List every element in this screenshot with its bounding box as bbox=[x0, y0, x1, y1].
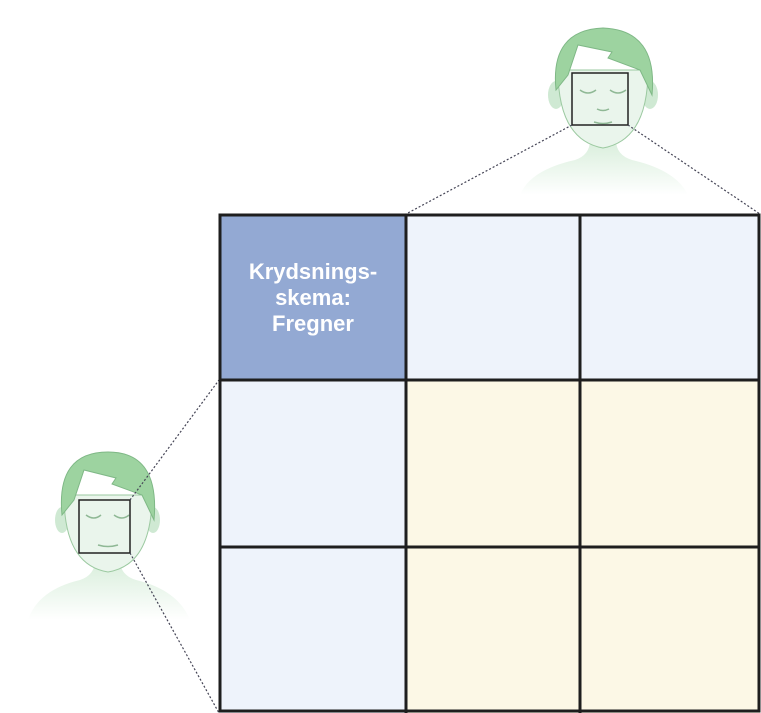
top-allele-cell-2 bbox=[580, 214, 760, 380]
offspring-cell-2-2 bbox=[580, 547, 760, 713]
top-allele-cell-1 bbox=[406, 214, 580, 380]
offspring-cell-1-2 bbox=[580, 380, 760, 547]
left-parent-face-illustration bbox=[28, 451, 190, 620]
left-allele-cell-2 bbox=[219, 547, 406, 713]
header-cell-title: Krydsnings- skema: Fregner bbox=[248, 258, 378, 336]
left-allele-cell-1 bbox=[219, 380, 406, 547]
zoom-connector-lines bbox=[129, 124, 761, 713]
top-face-zoom-box bbox=[571, 72, 629, 126]
top-parent-face-illustration bbox=[520, 27, 688, 195]
offspring-cell-1-1 bbox=[406, 380, 580, 547]
punnett-grid bbox=[218, 213, 761, 713]
left-face-zoom-box bbox=[78, 499, 131, 554]
offspring-cell-2-1 bbox=[406, 547, 580, 713]
header-cell bbox=[219, 214, 406, 380]
